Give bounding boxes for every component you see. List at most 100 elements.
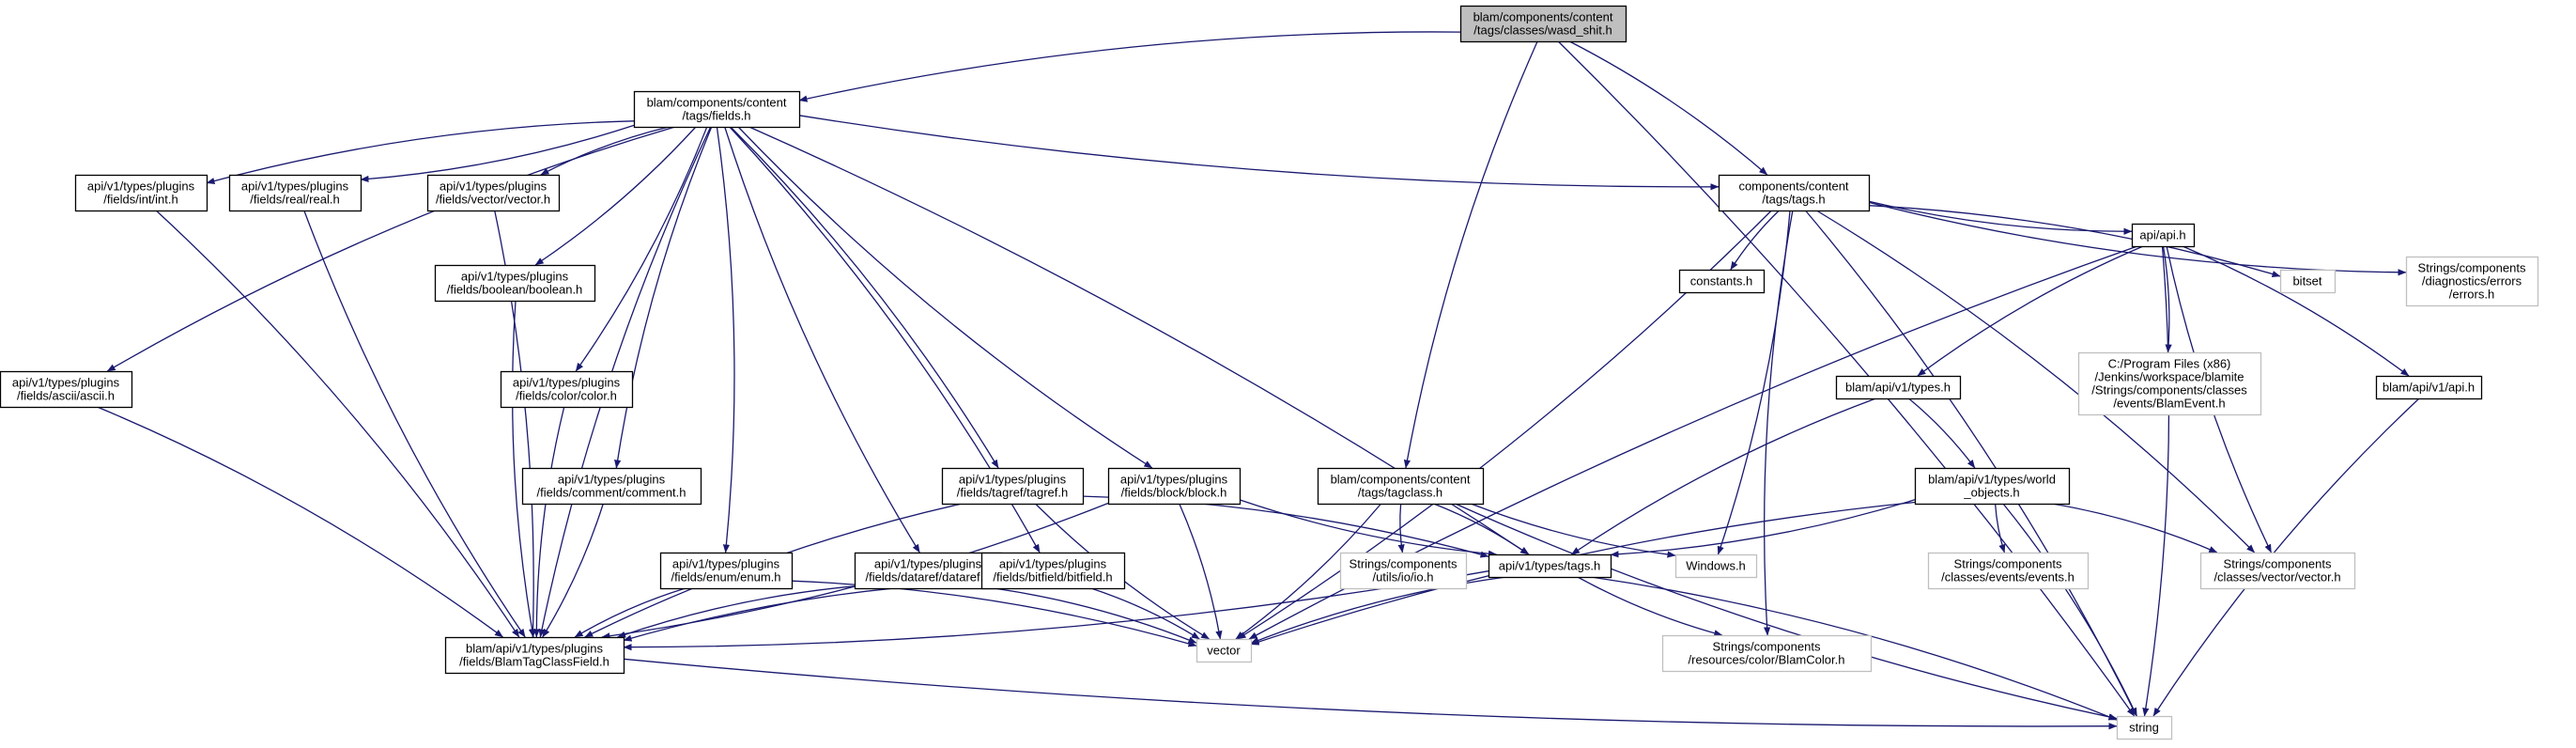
node-tagref[interactable]: api/v1/types/plugins/fields/tagref/tagre…: [941, 467, 1085, 506]
node-label-line: blam/components/content: [647, 96, 787, 110]
edge-blam_types-to-world_objects: [1907, 397, 1976, 469]
edge-dataref-to-vector: [994, 587, 1197, 644]
node-fields[interactable]: blam/components/content/tags/fields.h: [633, 90, 801, 129]
node-label-line: /resources/color/BlamColor.h: [1689, 653, 1845, 667]
node-ascii[interactable]: api/v1/types/plugins/fields/ascii/ascii.…: [0, 370, 133, 409]
node-box: [1195, 638, 1253, 663]
node-blamcolor: Strings/components/resources/color/BlamC…: [1661, 634, 1873, 673]
node-tags-h[interactable]: components/content/tags/tags.h: [1718, 174, 1871, 212]
node-boolean[interactable]: api/v1/types/plugins/fields/boolean/bool…: [434, 264, 596, 303]
edge-world_objects-to-vector_classes: [2052, 503, 2218, 553]
node-label: string: [2129, 721, 2159, 735]
edge-enum-to-vector: [791, 580, 1197, 647]
edge-comment-to-blamtagclassfield: [542, 503, 604, 638]
edge-api-to-blam_types: [1917, 245, 2144, 377]
node-label-line: api/v1/types/plugins: [874, 557, 982, 571]
edge-world_objects-to-events_h: [1994, 503, 2006, 553]
node-box: [2116, 715, 2173, 740]
node-box: [74, 174, 208, 212]
node-color[interactable]: api/v1/types/plugins/fields/color/color.…: [500, 370, 634, 409]
node-box: [0, 370, 133, 409]
edge-tagclass-to-vector: [1235, 503, 1382, 640]
node-box: [228, 174, 362, 212]
edge-types_tags-to-vector: [1250, 576, 1506, 645]
node-label-line: api/v1/types/plugins: [241, 179, 349, 194]
node-label-line: /utils/io/io.h: [1372, 570, 1433, 584]
node-box: [521, 467, 702, 506]
edge-bitfield-to-vector: [1090, 587, 1200, 640]
node-label-line: /diagnostics/errors: [2422, 274, 2522, 288]
node-label: api/v1/types/tags.h: [1499, 559, 1600, 573]
node-label-line: /classes/events/events.h: [1941, 570, 2075, 584]
node-iolio: Strings/components/utils/io/io.h: [1339, 552, 1468, 590]
node-blam-api-v1[interactable]: blam/api/v1/api.h: [2375, 375, 2483, 400]
node-label-line: Strings/components: [2224, 557, 2332, 571]
node-world-objects[interactable]: blam/api/v1/types/world_objects.h: [1914, 467, 2071, 506]
node-label-line: blam/api/v1/types/world: [1928, 473, 2056, 487]
node-int[interactable]: api/v1/types/plugins/fields/int/int.h: [74, 174, 208, 212]
node-box: [1835, 375, 1962, 400]
node-label: api/v1/types/plugins/fields/vector/vecto…: [436, 179, 550, 207]
node-box: [426, 174, 561, 212]
edge-types_tags-to-string: [1591, 576, 2118, 721]
node-constants[interactable]: constants.h: [1678, 269, 1766, 294]
node-box: [633, 90, 801, 129]
node-label-line: blam/api/v1/types/plugins: [466, 642, 603, 656]
edge-color-to-blamtagclassfield: [532, 406, 565, 638]
node-box: [1459, 5, 1627, 43]
node-label: api/v1/types/plugins/fields/int/int.h: [87, 179, 195, 207]
node-block[interactable]: api/v1/types/plugins/fields/block/block.…: [1107, 467, 1242, 506]
node-comment[interactable]: api/v1/types/plugins/fields/comment/comm…: [521, 467, 702, 506]
edge-blam_types-to-types_tags: [1571, 397, 1876, 555]
node-blam-types[interactable]: blam/api/v1/types.h: [1835, 375, 1962, 400]
edges-layer: [97, 31, 2420, 730]
node-label-line: /tags/fields.h: [683, 109, 751, 123]
node-label: api/v1/types/plugins/fields/comment/comm…: [537, 473, 686, 500]
node-real[interactable]: api/v1/types/plugins/fields/real/real.h: [228, 174, 362, 212]
node-box: [854, 552, 1003, 590]
node-box: [2199, 552, 2356, 590]
edge-fields-to-tagref: [730, 126, 999, 469]
node-vector-classes: Strings/components/classes/vector/vector…: [2199, 552, 2356, 590]
edge-api-to-blamevent: [2162, 245, 2172, 353]
edge-fields-to-color: [575, 126, 708, 372]
node-wasd-shit[interactable]: blam/components/content/tags/classes/was…: [1459, 5, 1627, 43]
node-types-tags[interactable]: api/v1/types/tags.h: [1488, 553, 1612, 579]
edge-tagclass-to-iolio: [1397, 503, 1405, 553]
edge-api-to-blam_api_v1: [2182, 245, 2410, 377]
node-vector-h[interactable]: api/v1/types/plugins/fields/vector/vecto…: [426, 174, 561, 212]
node-label-line: /errors.h: [2449, 288, 2494, 302]
node-label-line: /Jenkins/workspace/blamite: [2095, 370, 2244, 384]
node-tagclass[interactable]: blam/components/content/tags/tagclass.h: [1317, 467, 1485, 506]
node-label: Strings/components/resources/color/BlamC…: [1689, 640, 1845, 667]
edge-fields-to-boolean: [534, 126, 697, 266]
node-label-line: api/v1/types/plugins: [959, 473, 1067, 487]
node-api[interactable]: api/api.h: [2131, 223, 2196, 248]
edge-blam_api_v1-to-string: [2152, 397, 2420, 717]
node-dataref[interactable]: api/v1/types/plugins/fields/dataref/data…: [854, 552, 1003, 590]
edge-world_objects-to-types_tags: [1610, 499, 1916, 558]
edge-wasd_shit-to-string: [1557, 40, 2136, 717]
node-string: string: [2116, 715, 2173, 740]
node-box: [1488, 553, 1612, 579]
node-blamtagclassfield[interactable]: blam/api/v1/types/plugins/fields/BlamTag…: [444, 636, 625, 675]
node-label: api/v1/types/plugins/fields/color/color.…: [513, 376, 621, 403]
node-label-line: api/v1/types/plugins: [440, 179, 548, 194]
node-label-line: /fields/enum/enum.h: [671, 570, 780, 584]
node-label-line: api/v1/types/plugins: [558, 473, 666, 487]
node-blamevent: C:/Program Files (x86)/Jenkins/workspace…: [2077, 351, 2262, 416]
node-bitfield[interactable]: api/v1/types/plugins/fields/bitfield/bit…: [980, 552, 1126, 590]
node-enum[interactable]: api/v1/types/plugins/fields/enum/enum.h: [659, 552, 794, 590]
edge-boolean-to-blamtagclassfield: [512, 300, 536, 638]
node-box: [1674, 553, 1758, 579]
edge-int-to-blamtagclassfield: [155, 210, 520, 638]
node-label-line: api/v1/types/plugins: [672, 557, 780, 571]
node-label-line: /fields/boolean/boolean.h: [447, 283, 583, 297]
node-label-line: components/content: [1738, 179, 1848, 194]
node-label-line: C:/Program Files (x86): [2108, 357, 2231, 371]
edge-tags_h-to-bitset: [1868, 205, 2281, 278]
edge-blamtagclassfield-to-string: [623, 658, 2118, 730]
node-label: api/v1/types/plugins/fields/block/block.…: [1120, 473, 1228, 500]
edge-tagclass-to-string: [1455, 503, 2118, 721]
node-label-line: /fields/block/block.h: [1121, 486, 1227, 500]
